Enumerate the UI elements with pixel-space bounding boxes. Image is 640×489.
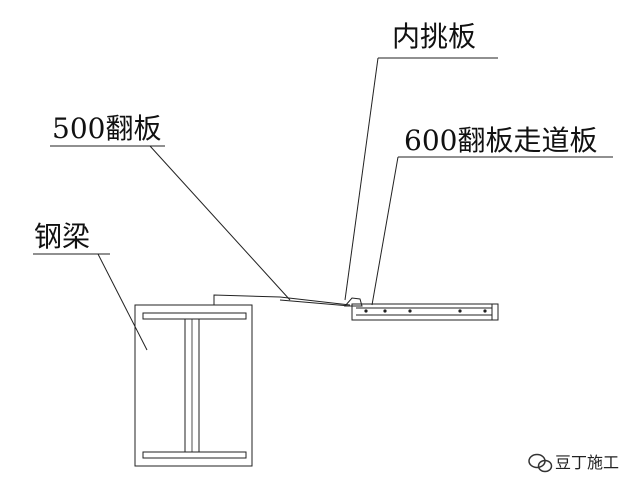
- label-inner-cantilever: 内挑板: [392, 20, 476, 53]
- beam-bottom-flange: [142, 451, 247, 459]
- wechat-icon: [528, 453, 553, 473]
- flap-500-board: [213, 294, 351, 306]
- hinge: [343, 297, 363, 307]
- walkway-board-dots: [364, 309, 487, 313]
- label-steel-beam: 钢梁: [34, 220, 90, 253]
- walkway-board-600: [351, 303, 499, 321]
- beam-top-flange: [142, 312, 247, 320]
- watermark-text: 豆丁施工: [555, 453, 619, 472]
- steel-beam-outline: [134, 304, 253, 467]
- label-flap-500: 500翻板: [52, 112, 161, 145]
- label-flap-600-walkway: 600翻板走道板: [404, 124, 597, 157]
